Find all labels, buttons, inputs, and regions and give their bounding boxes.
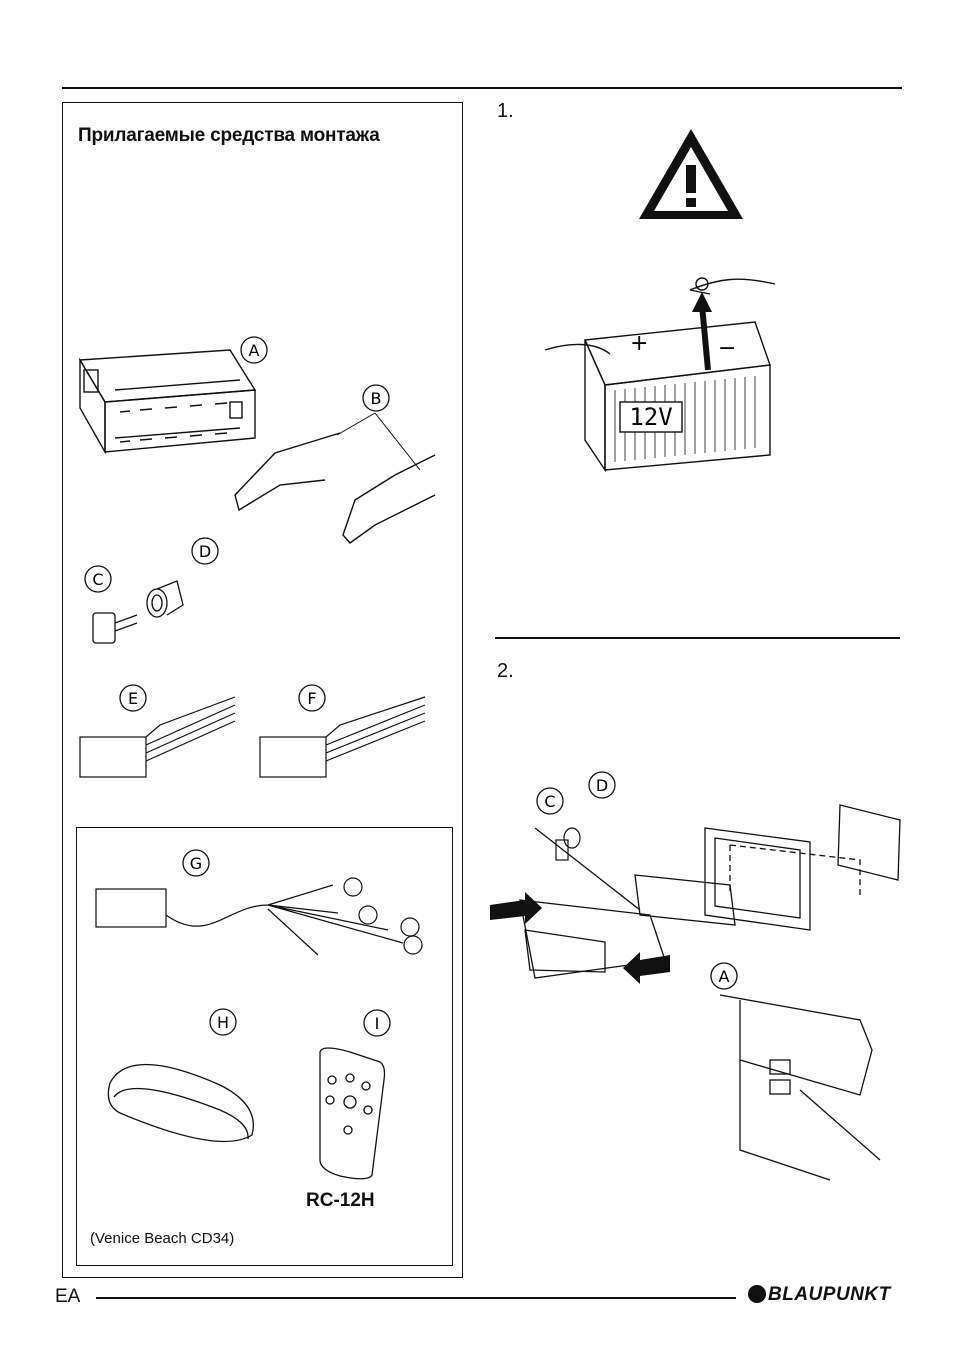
label-step2-a: A [710,962,738,990]
svg-text:D: D [199,542,211,561]
label-step2-d: D [588,771,616,799]
svg-text:B: B [371,389,382,408]
step-divider [495,637,900,639]
label-b: B [362,384,390,412]
connectors-illustration [79,696,426,778]
svg-text:A: A [249,341,260,360]
remote-control-illustration [319,1047,386,1180]
svg-text:12V: 12V [629,403,672,431]
installation-illustration [490,804,901,1181]
mounting-frame-illustration [78,349,257,455]
footer-rule [96,1297,736,1299]
label-g: G [182,849,210,877]
battery-illustration: 12V + − [544,277,776,473]
supplied-parts-panel [62,102,463,1278]
cable-harness-illustration [95,877,423,956]
svg-text:A: A [719,967,730,986]
bolt-and-bush-illustration [92,580,184,644]
optional-parts-box [76,827,453,1266]
svg-text:D: D [596,776,608,795]
header-rule [62,87,902,89]
remote-model: RC-12H [306,1190,375,1211]
brand-name: BLAUPUNKT [768,1284,891,1305]
label-e: E [119,684,147,712]
label-d: D [191,537,219,565]
svg-text:G: G [190,854,202,873]
label-a: A [240,336,268,364]
label-h: H [209,1008,237,1036]
svg-text:−: − [718,336,736,361]
svg-text:C: C [92,570,103,589]
svg-text:+: + [630,331,648,356]
model-note: (Venice Beach CD34) [90,1230,235,1247]
svg-text:I: I [375,1014,380,1033]
label-step2-c: C [536,787,564,815]
svg-text:E: E [128,689,138,708]
warning-triangle-icon [639,129,743,219]
label-f: F [298,684,326,712]
svg-text:H: H [217,1013,229,1032]
page-code: EA [55,1286,81,1307]
step-2-number: 2. [497,660,514,682]
brand-logo: BLAUPUNKT [748,1284,891,1306]
brand-dot-icon [748,1285,766,1303]
svg-text:C: C [544,792,555,811]
svg-text:F: F [307,689,316,708]
release-keys-illustration [234,412,436,544]
panel-title: Прилагаемые средства монтажа [78,125,380,146]
case-illustration [107,1063,254,1143]
step-1-number: 1. [497,100,514,122]
label-i: I [363,1009,391,1037]
label-c: C [84,565,112,593]
